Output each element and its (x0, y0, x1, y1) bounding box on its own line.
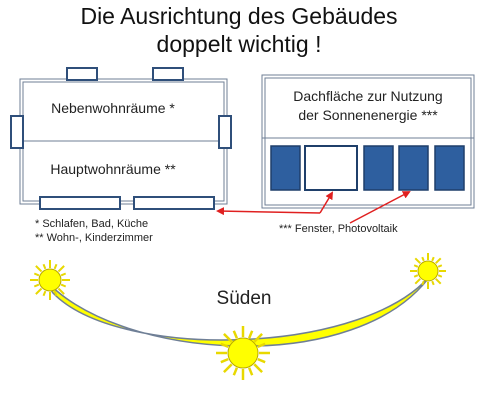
window-north-left (66, 67, 98, 81)
sun-east (30, 260, 70, 300)
sun-south-ray (257, 342, 266, 349)
sun-east-ray (42, 290, 47, 297)
sun-east-ray (35, 265, 43, 273)
sun-west-ray (414, 278, 421, 285)
title-line-1: Die Ausrichtung des Gebäudes (80, 3, 398, 29)
footnote-1: * Schlafen, Bad, Küche (35, 218, 148, 230)
sun-south-disc (227, 337, 259, 369)
solar-panel-4 (434, 145, 465, 191)
sun-west-ray (414, 257, 421, 264)
sun-west-ray (413, 274, 419, 278)
sun-south-ray (247, 367, 254, 376)
sun-east-ray (60, 283, 67, 288)
footnote-2: ** Wohn-, Kinderzimmer (35, 232, 153, 244)
sun-west-disc (417, 260, 439, 282)
solar-panel-2 (363, 145, 394, 191)
solar-panel-1 (270, 145, 301, 191)
arrow-to-roof-window (319, 191, 334, 214)
sun-west-ray (437, 274, 443, 278)
window-west (10, 115, 24, 149)
roof-label-line-2: der Sonnenenergie *** (298, 107, 438, 123)
lower-room-label: Hauptwohnräume ** (50, 161, 176, 177)
sun-east-ray (33, 272, 40, 277)
window-south-right (133, 196, 215, 210)
sun-west-ray (435, 278, 442, 285)
sun-south-ray (253, 363, 263, 373)
house-floor-plan: Nebenwohnräume * Hauptwohnräume ** (10, 67, 232, 210)
sun-south-ray (220, 357, 229, 364)
roof-window (304, 145, 358, 191)
sun-south-ray (220, 342, 229, 349)
sun-east-ray (53, 263, 58, 270)
south-label: Süden (217, 288, 272, 309)
roof-inner-border (264, 77, 472, 206)
sun-south-ray (232, 367, 239, 376)
sun-west-ray (431, 280, 435, 286)
sun-east-ray (60, 272, 67, 277)
sun-east-ray (57, 265, 65, 273)
sun-east-ray (42, 263, 47, 270)
sun-south-ray (223, 333, 233, 343)
roof-panel: Dachfläche zur Nutzung der Sonnenenergie… (261, 74, 475, 209)
sun-west-ray (413, 264, 419, 268)
sun-south-ray (223, 363, 233, 373)
title: Die Ausrichtung des Gebäudes doppelt wic… (0, 2, 478, 58)
title-line-2: doppelt wichtig ! (156, 31, 322, 57)
upper-room-label: Nebenwohnräume * (51, 100, 175, 116)
roof-label-line-1: Dachfläche zur Nutzung (293, 88, 442, 104)
window-south-left (39, 196, 121, 210)
arrow-to-solar-panel (349, 191, 411, 224)
sun-east-disc (38, 268, 62, 292)
arrow-to-south-windows (216, 207, 321, 216)
sun-east-ray (35, 287, 43, 295)
sun-west (410, 253, 446, 289)
sun-south-ray (232, 330, 239, 339)
window-north-right (152, 67, 184, 81)
sun-west-ray (421, 256, 425, 262)
sun-west-ray (437, 264, 443, 268)
solar-panel-3 (398, 145, 429, 191)
sun-east-ray (57, 287, 65, 295)
sun-west-ray (435, 257, 442, 264)
sun-south-ray (247, 330, 254, 339)
sun-south-ray (257, 357, 266, 364)
sun-path-arc (41, 271, 434, 347)
window-east (218, 115, 232, 149)
sun-east-ray (33, 283, 40, 288)
sun-west-ray (431, 256, 435, 262)
sun-east-ray (53, 290, 58, 297)
sun-west-ray (421, 280, 425, 286)
sun-south (216, 326, 270, 380)
sun-south-ray (253, 333, 263, 343)
roof-footnote: *** Fenster, Photovoltaik (279, 223, 398, 235)
